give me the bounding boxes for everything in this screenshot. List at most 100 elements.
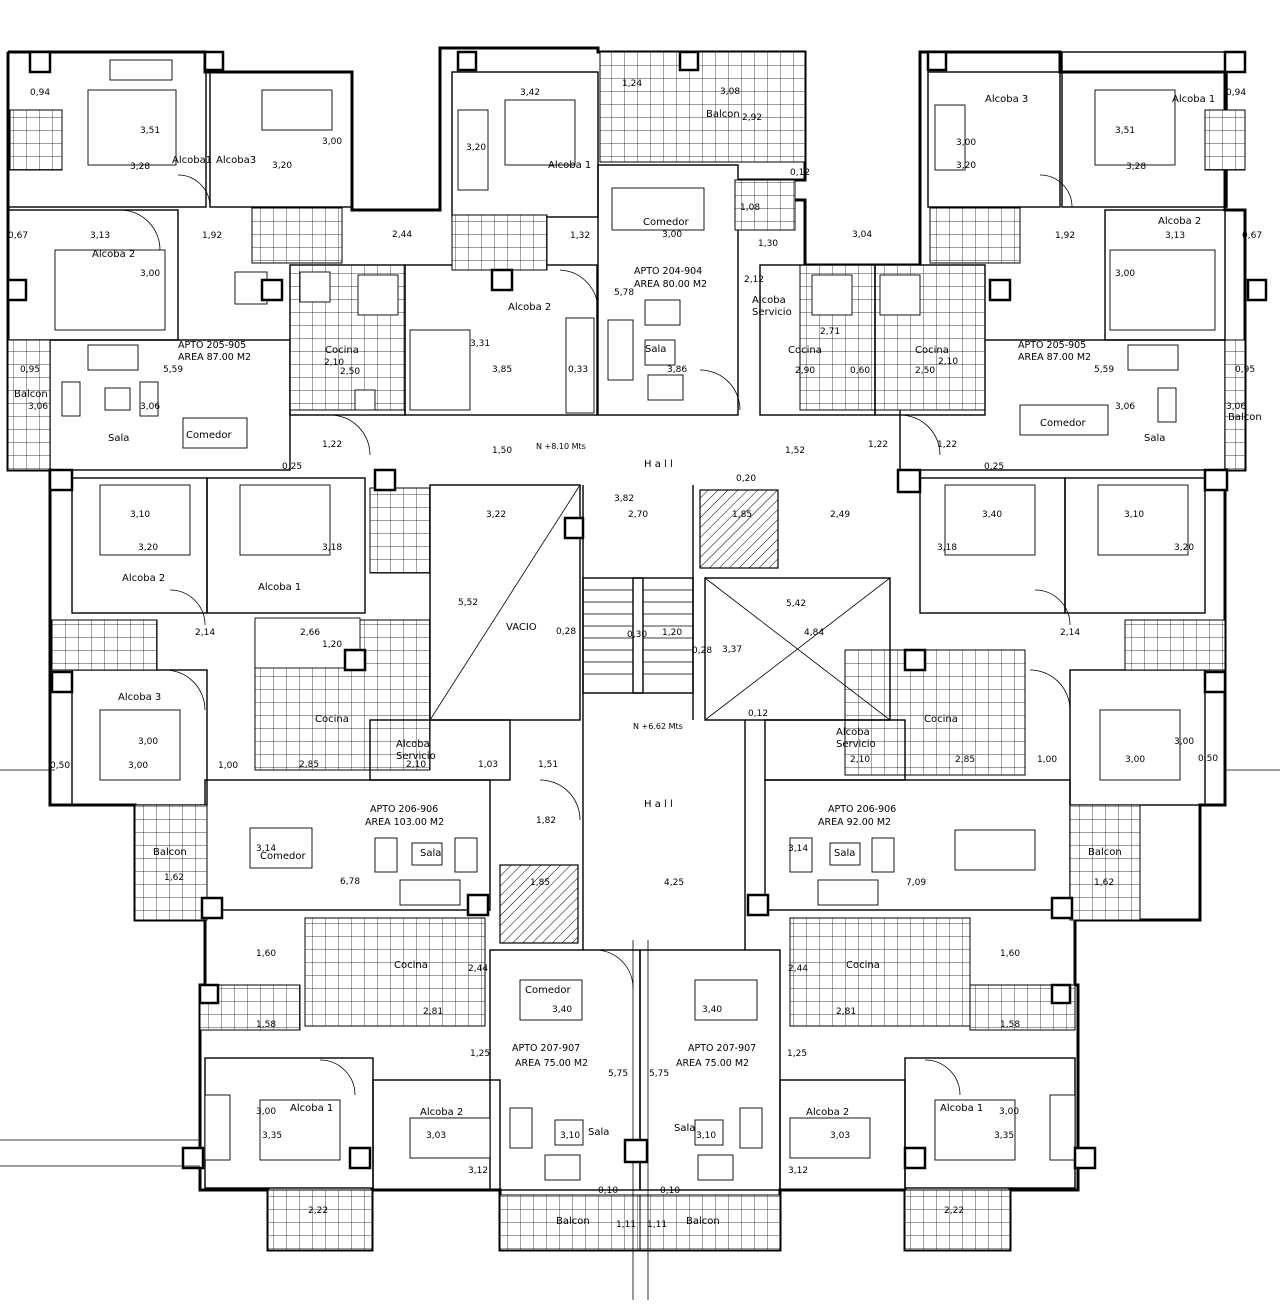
dimension: 0,12: [748, 709, 768, 719]
dimension: 3,35: [262, 1131, 282, 1141]
dimension: 2,85: [299, 760, 319, 770]
room-label: Comedor: [643, 217, 689, 228]
apt-205-905-left-name: APTO 205-905: [178, 340, 246, 351]
room-label: Sala: [420, 848, 441, 859]
dimension: 3,00: [956, 138, 976, 148]
dimension: 2,10: [406, 760, 426, 770]
dimension: 0,10: [660, 1186, 680, 1196]
apt-205-905-right: [759, 51, 1246, 471]
room-label: Cocina: [394, 960, 428, 971]
dimension: 2,92: [742, 113, 762, 123]
dimension: 1,20: [322, 640, 342, 650]
dimension: 3,40: [982, 510, 1002, 520]
dimension: 1,24: [622, 79, 642, 89]
dimension: 0,67: [1242, 231, 1262, 241]
dimension: 5,78: [614, 288, 634, 298]
room-label: Alcoba3: [216, 155, 256, 166]
room-label: Sala: [588, 1127, 609, 1138]
room-label: Cocina: [788, 345, 822, 356]
columns: [6, 50, 1268, 1170]
room-label: Alcoba 2: [806, 1107, 849, 1118]
apt-206-906-left-area: AREA 103.00 M2: [365, 817, 444, 828]
apartment-labels: APTO 204-904 AREA 80.00 M2 APTO 205-905 …: [178, 266, 1091, 1069]
dimension: 3,00: [128, 761, 148, 771]
room-label: Alcoba1: [172, 155, 212, 166]
dimension: 3,20: [138, 543, 158, 553]
dimension: 3,51: [1115, 126, 1135, 136]
apt-204-904-area: AREA 80.00 M2: [634, 279, 707, 290]
dimension: 0,10: [598, 1186, 618, 1196]
dimension: 7,09: [906, 878, 926, 888]
room-label: Alcoba: [836, 727, 870, 738]
room-label: Balcon: [556, 1216, 590, 1227]
room-label: Balcon: [1088, 847, 1122, 858]
dimension: 3,37: [722, 645, 742, 655]
dimension: 3,31: [470, 339, 490, 349]
dimension: 2,44: [392, 230, 412, 240]
dimension: 2,22: [308, 1206, 328, 1216]
dimension: 1,00: [1037, 755, 1057, 765]
room-label: Servicio: [836, 739, 876, 750]
dimension: 5,75: [649, 1069, 669, 1079]
dimension: 3,20: [466, 143, 486, 153]
room-label: Comedor: [186, 430, 232, 441]
room-label: Comedor: [525, 985, 571, 996]
room-label: Sala: [674, 1123, 695, 1134]
dimension: 3,00: [662, 230, 682, 240]
apt-206-906-right-area: AREA 92.00 M2: [818, 817, 891, 828]
dimension: 1,32: [570, 231, 590, 241]
dimension: 3,20: [956, 161, 976, 171]
apt-207-907-left: [199, 917, 641, 1251]
dimension: 3,28: [1126, 162, 1146, 172]
room-label: Sala: [108, 433, 129, 444]
dimension: 1,60: [1000, 949, 1020, 959]
dimension: 3,08: [720, 87, 740, 97]
dimension: 3,20: [1174, 543, 1194, 553]
dimension: 3,86: [667, 365, 687, 375]
dimension: 1,85: [732, 510, 752, 520]
dimension: 0,94: [30, 88, 50, 98]
dimension: 1,50: [492, 446, 512, 456]
room-label: Alcoba: [752, 295, 786, 306]
dimension: 3,18: [937, 543, 957, 553]
dimension: 1,11: [616, 1220, 636, 1230]
apt-206-906-left-name: APTO 206-906: [370, 804, 438, 815]
dimension: 3,22: [486, 510, 506, 520]
room-labels: Alcoba1 Alcoba3 Alcoba 2 Alcoba 1 Alcoba…: [14, 94, 1262, 1227]
dimension: 1,62: [164, 873, 184, 883]
room-label: Alcoba 2: [92, 249, 135, 260]
apt-206-906-right-name: APTO 206-906: [828, 804, 896, 815]
room-label: Balcon: [14, 389, 48, 400]
dimension: 0,50: [1198, 754, 1218, 764]
dimension: 0,20: [736, 474, 756, 484]
room-label: Alcoba 1: [940, 1103, 983, 1114]
dimension: 0,50: [50, 761, 70, 771]
dimension: 3,10: [130, 510, 150, 520]
dimension: 1,92: [202, 231, 222, 241]
dimension: 3,06: [140, 402, 160, 412]
dimension: 3,00: [256, 1107, 276, 1117]
dimension: 5,59: [163, 365, 183, 375]
dimension: 1,20: [662, 628, 682, 638]
dimension: 1,00: [218, 761, 238, 771]
dimension: 2,14: [1060, 628, 1080, 638]
dimension: 2,50: [340, 367, 360, 377]
room-label: Alcoba 1: [290, 1103, 333, 1114]
room-label: Sala: [645, 344, 666, 355]
dimension: 1,25: [470, 1049, 490, 1059]
dimension: 3,12: [468, 1166, 488, 1176]
dimension: 0,28: [556, 627, 576, 637]
dimension: 2,14: [195, 628, 215, 638]
dimension: 3,06: [1226, 402, 1246, 412]
dimension: 0,95: [20, 365, 40, 375]
dimension: 3,03: [426, 1131, 446, 1141]
dimension: 2,49: [830, 510, 850, 520]
dimension: 5,59: [1094, 365, 1114, 375]
void-label: VACIO: [506, 622, 537, 633]
room-label: Alcoba 2: [1158, 216, 1201, 227]
dimension: 3,14: [256, 844, 276, 854]
dimension: 0,12: [790, 168, 810, 178]
dimension: 3,13: [1165, 231, 1185, 241]
apt-204-904-name: APTO 204-904: [634, 266, 702, 277]
